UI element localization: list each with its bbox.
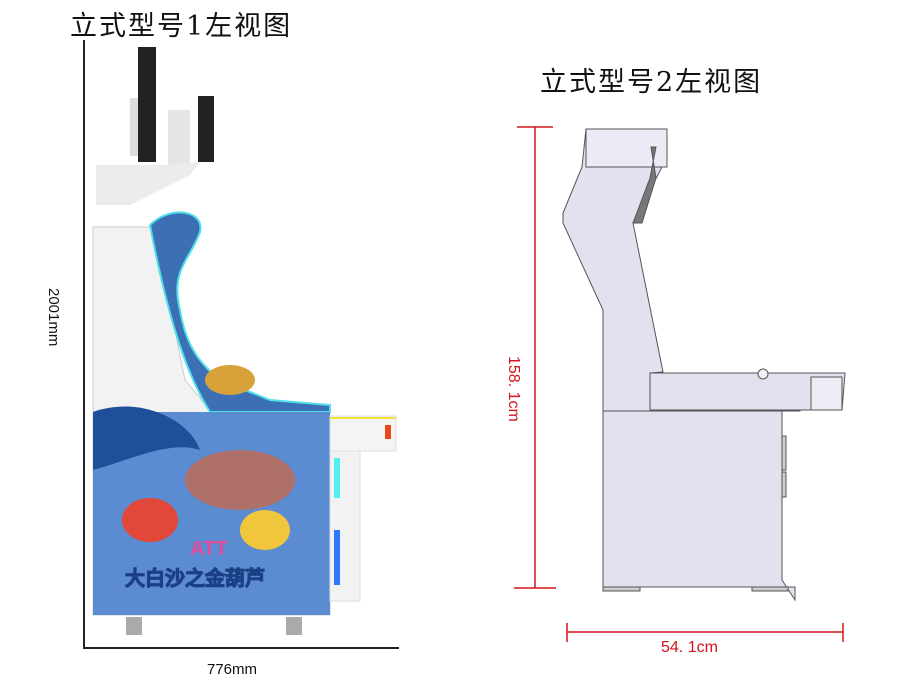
right-width-label: 54. 1cm: [661, 639, 718, 656]
logo-title: 大白沙之金葫芦: [125, 566, 265, 590]
coin-door: [781, 471, 787, 498]
gourd-art: [205, 365, 255, 395]
coin-door: [781, 435, 787, 471]
right-height-label: 158. 1cm: [505, 356, 522, 422]
logo-att: ATT: [190, 538, 227, 560]
pufferfish-art: [240, 510, 290, 550]
monitor-bezel: [632, 146, 657, 224]
top-shelf: [96, 162, 200, 205]
joystick-icon: [757, 368, 769, 380]
monitor-bracket: [130, 98, 140, 156]
shark-art: [185, 450, 295, 510]
led-strip: [334, 530, 340, 585]
left-view-title: 立式型号1左视图: [70, 11, 293, 42]
lower-monitor: [198, 96, 214, 162]
wave-art: [93, 406, 200, 470]
coin-indicator: [385, 425, 391, 439]
caster-wheel: [286, 617, 302, 635]
right-view-title: 立式型号2左视图: [540, 67, 763, 98]
monitor-bracket: [168, 110, 190, 172]
cabinet-body: [562, 128, 801, 602]
caster-wheel: [126, 617, 142, 635]
wave-art-panel: [148, 211, 331, 413]
panel-front: [810, 376, 843, 411]
left-width-label: 776mm: [207, 661, 258, 678]
led-strip: [334, 458, 340, 498]
upper-monitor: [138, 47, 156, 162]
clownfish-art: [122, 498, 178, 542]
